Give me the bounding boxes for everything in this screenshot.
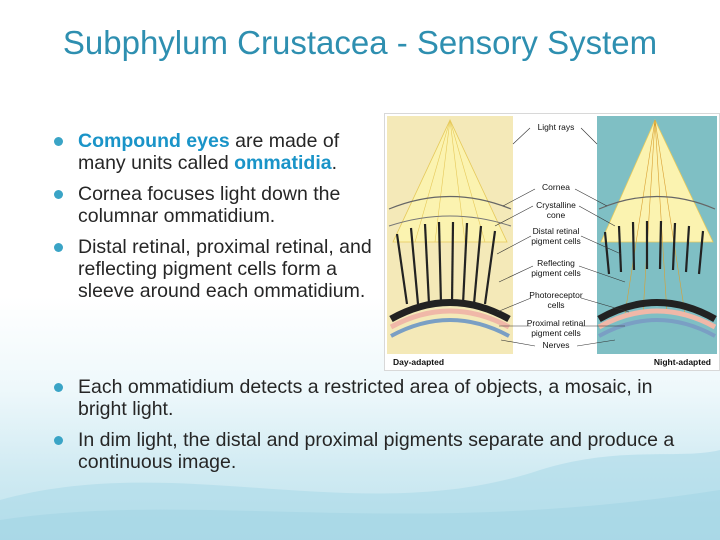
label-cornea: Cornea	[542, 182, 570, 192]
label-distal-2: pigment cells	[531, 236, 581, 246]
night-cornea	[598, 195, 716, 210]
ommatidia-diagram: Light rays Cornea Crystalline cone Dista…	[384, 113, 720, 371]
day-pigment-columns	[395, 221, 497, 305]
label-photoreceptor-2: cells	[547, 300, 564, 310]
bullet-end: .	[331, 152, 338, 174]
label-distal-1: Distal retinal	[533, 226, 580, 236]
bullet-dim-light: In dim light, the distal and proximal pi…	[52, 429, 692, 473]
label-reflecting-2: pigment cells	[531, 268, 581, 278]
label-photoreceptor-1: Photoreceptor	[529, 290, 583, 300]
bullet-list-bottom: Each ommatidium detects a restricted are…	[52, 376, 692, 482]
bullet-text: are made of many units called	[78, 130, 340, 174]
bullet-mosaic: Each ommatidium detects a restricted are…	[52, 376, 692, 420]
label-nerves: Nerves	[543, 340, 570, 350]
leader-lines	[494, 127, 630, 347]
ommatidia-diagram-svg: Light rays Cornea Crystalline cone Dista…	[387, 116, 717, 367]
label-proximal-1: Proximal retinal	[527, 318, 586, 328]
bullet-compound-eyes: Compound eyes are made of many units cal…	[52, 130, 382, 174]
bullet-pigment-cells: Distal retinal, proximal retinal, and re…	[52, 236, 382, 302]
night-pigment-columns	[603, 220, 705, 275]
term-ommatidia: ommatidia	[234, 152, 332, 174]
page-title: Subphylum Crustacea - Sensory System	[62, 24, 658, 61]
term-compound-eyes: Compound eyes	[78, 130, 230, 152]
label-reflecting-1: Reflecting	[537, 258, 575, 268]
caption-day-adapted: Day-adapted	[393, 357, 444, 367]
label-light-rays: Light rays	[538, 122, 575, 132]
label-crystalline-2: cone	[547, 210, 566, 220]
night-light-rays	[600, 119, 714, 243]
day-cornea	[388, 195, 512, 210]
caption-night-adapted: Night-adapted	[654, 357, 711, 367]
label-proximal-2: pigment cells	[531, 328, 581, 338]
bullet-cornea: Cornea focuses light down the columnar o…	[52, 183, 382, 227]
day-light-rays	[392, 119, 508, 243]
label-crystalline-1: Crystalline	[536, 200, 576, 210]
bullet-list-top: Compound eyes are made of many units cal…	[52, 130, 382, 311]
background-wave	[0, 450, 720, 540]
